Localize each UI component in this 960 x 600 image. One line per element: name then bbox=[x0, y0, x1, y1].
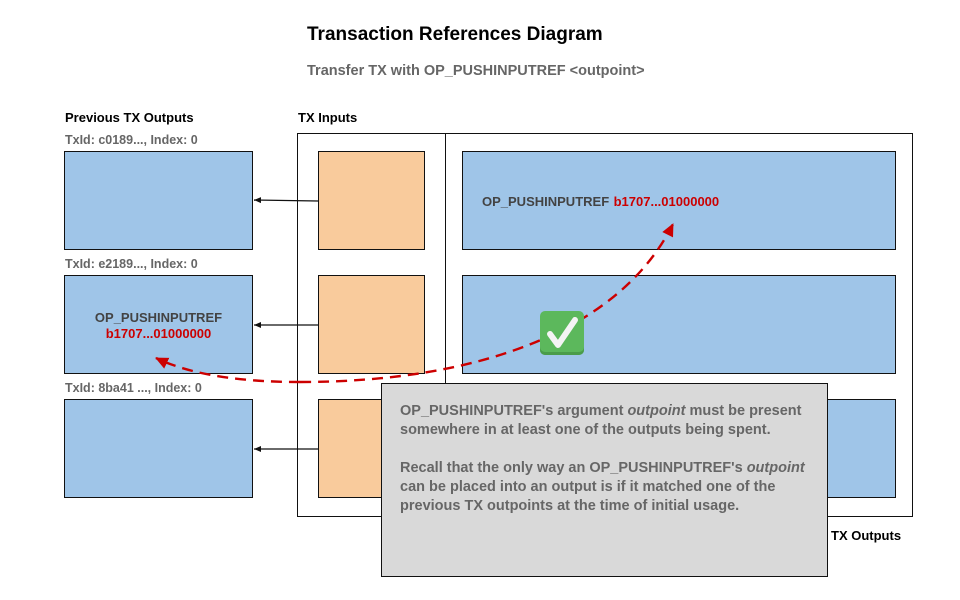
tx-input-box bbox=[318, 275, 425, 374]
check-mark-icon bbox=[540, 311, 584, 355]
outpoint-reference: b1707...01000000 bbox=[613, 194, 720, 209]
explanation-note: OP_PUSHINPUTREF's argument outpoint must… bbox=[381, 383, 828, 577]
note-text: OP_PUSHINPUTREF's argument bbox=[400, 403, 628, 419]
check-glyph-icon bbox=[547, 317, 578, 348]
tx-outputs-label: TX Outputs bbox=[831, 528, 902, 543]
prev-output-txid-label: TxId: e2189..., Index: 0 bbox=[65, 257, 198, 271]
prev-output-box bbox=[64, 399, 253, 498]
opcode-text: OP_PUSHINPUTREF bbox=[94, 310, 223, 325]
prev-output-box bbox=[64, 151, 253, 250]
note-emphasis: outpoint bbox=[746, 460, 805, 476]
prev-output-txid-label: TxId: c0189..., Index: 0 bbox=[65, 133, 198, 147]
note-emphasis: outpoint bbox=[627, 403, 686, 419]
note-text: can be placed into an output is if it ma… bbox=[400, 479, 776, 514]
tx-inputs-label: TX Inputs bbox=[298, 110, 358, 125]
outpoint-reference: b1707...01000000 bbox=[105, 326, 212, 341]
note-text: must be present somewhere in at least on… bbox=[400, 403, 802, 438]
opcode-text: OP_PUSHINPUTREF bbox=[482, 194, 610, 209]
note-paragraph: Recall that the only way an OP_PUSHINPUT… bbox=[400, 459, 809, 516]
tx-output-box bbox=[462, 275, 896, 374]
previous-outputs-label: Previous TX Outputs bbox=[65, 110, 194, 125]
note-text: Recall that the only way an OP_PUSHINPUT… bbox=[400, 460, 747, 476]
tx-output-box: OP_PUSHINPUTREF b1707...01000000 bbox=[462, 151, 896, 250]
prev-output-txid-label: TxId: 8ba41 ..., Index: 0 bbox=[65, 381, 202, 395]
note-paragraph: OP_PUSHINPUTREF's argument outpoint must… bbox=[400, 402, 809, 440]
diagram-subtitle: Transfer TX with OP_PUSHINPUTREF <outpoi… bbox=[307, 63, 645, 79]
prev-output-box: OP_PUSHINPUTREF b1707...01000000 bbox=[64, 275, 253, 374]
diagram-title: Transaction References Diagram bbox=[307, 24, 603, 45]
tx-input-box bbox=[318, 151, 425, 250]
